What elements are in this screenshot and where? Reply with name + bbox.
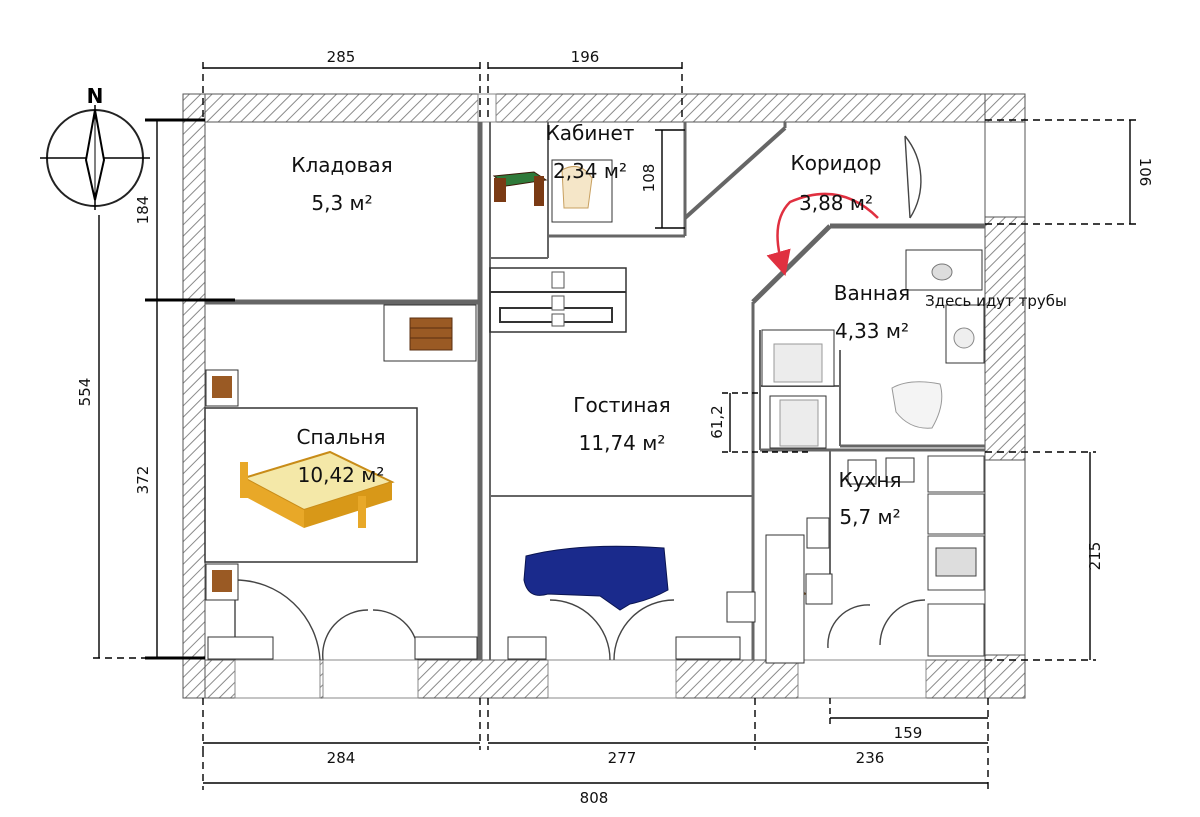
sofa-icon (523, 545, 669, 611)
stool-icon (726, 457, 915, 623)
room-name-kitchen: Кухня (839, 468, 902, 492)
room-name-bathroom: Ванная (834, 281, 910, 305)
dim-right-lower: 215 (1086, 542, 1104, 571)
shelf-icon (551, 271, 565, 327)
compass-icon: N (40, 84, 150, 210)
windows (234, 93, 927, 699)
dim-bottom-left: 284 (327, 749, 356, 767)
desk-icon (492, 171, 548, 206)
room-name-office: Кабинет (546, 121, 635, 145)
dim-bottom-middle: 277 (608, 749, 637, 767)
room-area-bedroom: 10,42 м² (298, 463, 385, 487)
radiator-icon (207, 636, 741, 660)
room-area-bathroom: 4,33 м² (835, 319, 909, 343)
bathtub-icon (891, 381, 943, 429)
pipes-note: Здесь идут трубы (925, 292, 1067, 310)
compass-north-label: N (87, 84, 104, 108)
washing-machine-icon (945, 304, 985, 364)
dim-left-total: 554 (76, 378, 94, 407)
dim-top-left: 285 (327, 48, 356, 66)
nightstand-icon (205, 369, 239, 407)
dimension-lines (93, 62, 1136, 790)
room-name-bedroom: Спальня (297, 425, 386, 449)
dim-left-lower: 372 (134, 466, 152, 495)
dim-bottom-total: 808 (580, 789, 609, 807)
dim-bottom-kitchen: 159 (894, 724, 923, 742)
room-labels: Кладовая 5,3 м² Кабинет 2,34 м² Коридор … (291, 121, 1067, 529)
room-area-office: 2,34 м² (553, 159, 627, 183)
room-area-kitchen: 5,7 м² (839, 505, 900, 529)
wardrobe-icon (383, 304, 477, 362)
interior-walls (204, 122, 985, 660)
dim-top-middle: 196 (571, 48, 600, 66)
bed-icon (240, 450, 395, 528)
sink-icon (761, 329, 835, 387)
room-name-corridor: Коридор (791, 151, 882, 175)
nightstand-icon (205, 563, 239, 601)
room-name-living: Гостиная (573, 393, 670, 417)
kitchen-appliances-icon (927, 455, 985, 657)
furniture (205, 159, 985, 664)
room-area-corridor: 3,88 м² (799, 191, 873, 215)
marker-arrow (766, 192, 879, 277)
chair-icon (551, 159, 613, 223)
fridge-icon (769, 395, 827, 449)
dim-niche: 61,2 (708, 405, 726, 438)
room-area-living: 11,74 м² (579, 431, 666, 455)
dim-office-width: 108 (640, 164, 658, 193)
dim-right-upper: 106 (1136, 158, 1154, 187)
dimension-labels: 285 196 184 372 554 106 215 108 61,2 284… (76, 48, 1154, 807)
dim-left-upper: 184 (134, 196, 152, 225)
toilet-icon (905, 249, 983, 291)
room-area-storage: 5,3 м² (311, 191, 372, 215)
room-name-storage: Кладовая (291, 153, 392, 177)
dim-bottom-right: 236 (856, 749, 885, 767)
